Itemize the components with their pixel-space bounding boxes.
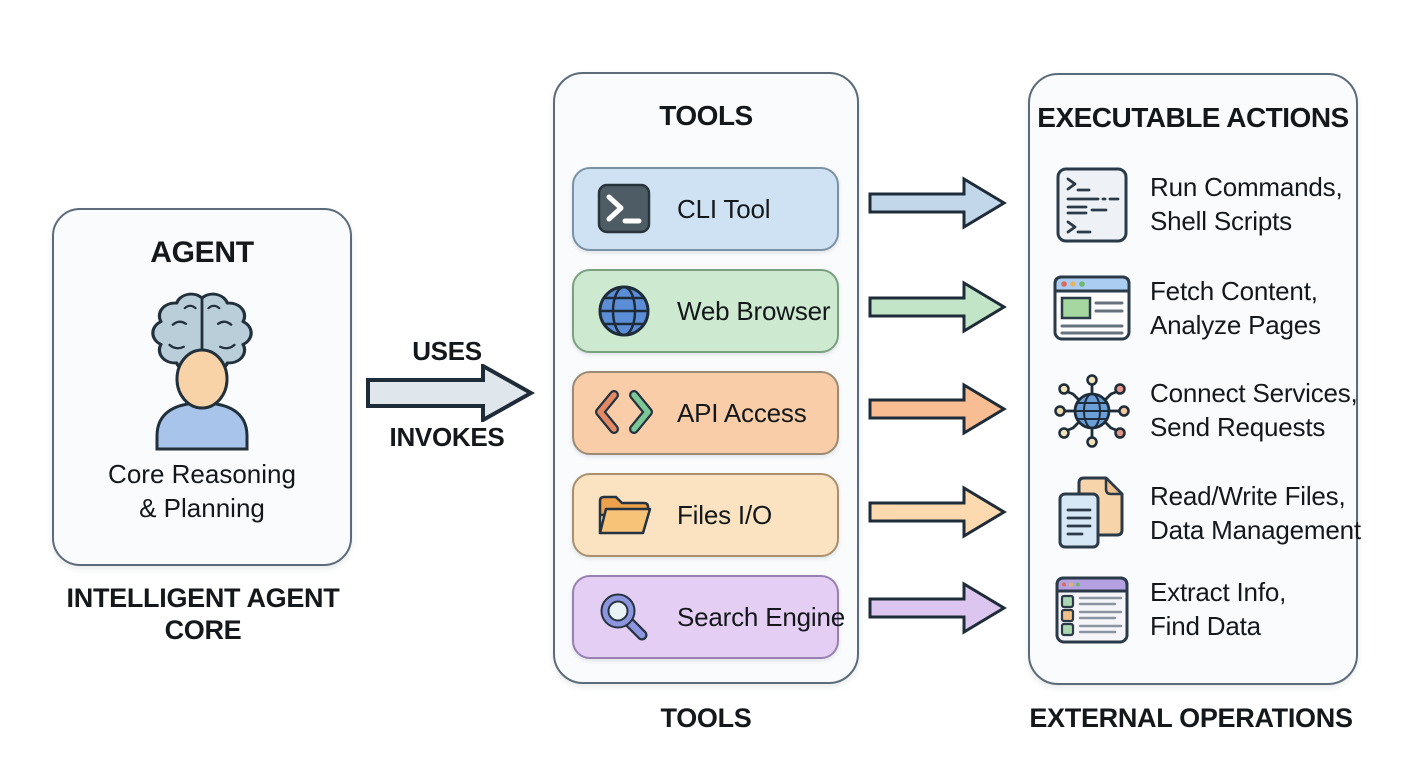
list-window-icon: [1055, 576, 1129, 644]
tool-pill-search: Search Engine: [572, 575, 845, 659]
tool-label: Web Browser: [677, 295, 831, 326]
flow-arrow-cli-icon: [868, 176, 1007, 230]
external-operations-caption: EXTERNAL OPERATIONS: [1029, 703, 1353, 733]
documents-icon: [1058, 476, 1124, 549]
action-text: Connect Services, Send Requests: [1150, 378, 1358, 442]
action-connect-services: Connect Services, Send Requests: [1048, 367, 1358, 455]
tool-pill-api: API Access: [572, 371, 839, 455]
flow-arrow-search-icon: [868, 581, 1007, 635]
agent-core-box: AGENT Core Reasoning & Planning: [52, 208, 352, 566]
agent-core-description: Core Reasoning & Planning: [108, 459, 296, 524]
executable-actions-box: EXECUTABLE ACTIONS Run: [1028, 73, 1361, 685]
tool-pill-cli: CLI Tool: [572, 167, 839, 251]
action-text: Fetch Content, Analyze Pages: [1150, 276, 1321, 340]
action-extract-info: Extract Info, Find Data: [1048, 566, 1286, 654]
flow-arrow-api-icon: [868, 382, 1007, 436]
action-text: Run Commands, Shell Scripts: [1150, 172, 1343, 236]
tool-pill-web-browser: Web Browser: [572, 269, 839, 353]
tools-caption: TOOLS: [660, 703, 752, 733]
uses-invokes-arrow-icon: [366, 364, 535, 422]
tools-box-header: TOOLS: [659, 100, 753, 131]
flow-arrow-web-icon: [868, 280, 1007, 334]
action-text: Read/Write Files, Data Management: [1150, 481, 1361, 545]
action-text: Extract Info, Find Data: [1150, 577, 1287, 641]
actions-box-header: EXECUTABLE ACTIONS: [1037, 102, 1349, 133]
terminal-icon: [597, 183, 651, 234]
tool-label: CLI Tool: [677, 193, 771, 224]
tool-label: Search Engine: [677, 601, 845, 632]
agent-box-title: AGENT: [150, 236, 254, 269]
network-globe-icon: [1054, 374, 1130, 448]
browser-window-icon: [1053, 275, 1131, 341]
action-run-commands: Run Commands, Shell Scripts: [1048, 161, 1343, 249]
tool-pill-files: Files I/O: [572, 473, 839, 557]
script-terminal-icon: [1056, 167, 1128, 243]
agent-caption: INTELLIGENT AGENT CORE: [66, 583, 340, 646]
tool-label: API Access: [677, 397, 807, 428]
uses-label: USES: [412, 336, 482, 366]
action-fetch-content: Fetch Content, Analyze Pages: [1048, 265, 1321, 353]
tools-box: TOOLS CLI Tool Web Browser: [553, 72, 859, 684]
folder-icon: [598, 495, 652, 535]
globe-icon: [598, 285, 650, 337]
action-read-write-files: Read/Write Files, Data Management: [1048, 470, 1361, 558]
flow-arrow-files-icon: [868, 485, 1007, 539]
invokes-label: INVOKES: [389, 422, 505, 452]
tool-label: Files I/O: [677, 499, 772, 530]
brain-person-icon: [151, 292, 253, 451]
magnifier-icon: [600, 593, 648, 641]
code-brackets-icon: [595, 390, 653, 434]
